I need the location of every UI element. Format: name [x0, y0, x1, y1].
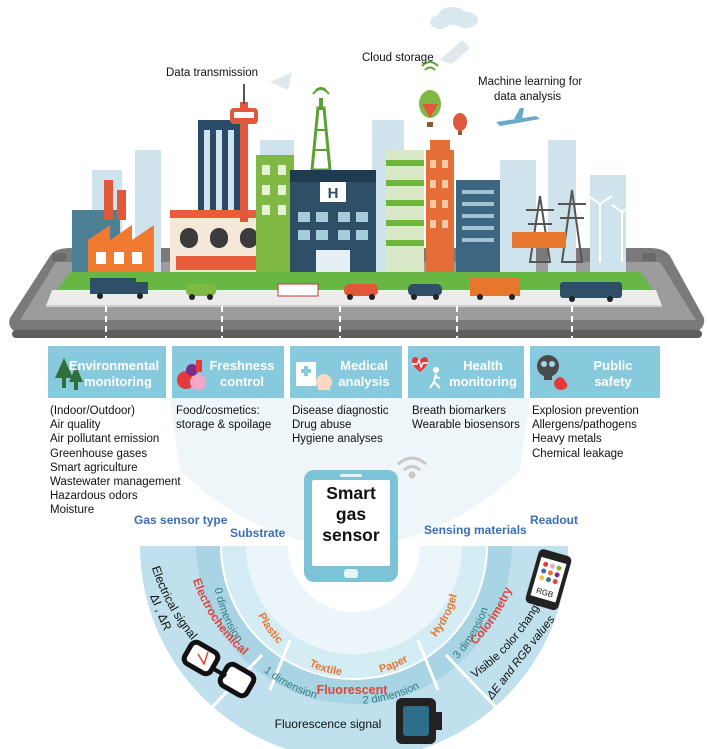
category-title-line1: Medical: [340, 358, 388, 373]
substrate-ring: [246, 546, 462, 654]
category-public-safety: Public safety: [530, 346, 660, 398]
gas-mask-icon: [537, 355, 568, 390]
factory-building: [72, 180, 154, 272]
list-item: Explosion prevention: [532, 405, 639, 417]
list-item: Breath biomarkers: [412, 405, 506, 417]
readout-header: Readout: [530, 513, 578, 527]
smartphone-icon: RGB: [525, 549, 572, 611]
shop-building: [170, 210, 268, 272]
list-item: Allergens/pathogens: [532, 419, 637, 432]
connector-lines: [105, 306, 573, 346]
category-title-line1: Environmental: [68, 358, 160, 373]
category-title-line2: control: [219, 374, 265, 389]
device-screen: Smart gas sensor: [312, 480, 390, 566]
hospital-sign: H: [328, 185, 339, 202]
machine-learning-label-line1: Machine learning for: [478, 76, 583, 88]
list-item: Disease diagnostic: [292, 405, 389, 417]
category-title-line2: monitoring: [449, 374, 517, 389]
vehicles: [90, 278, 622, 302]
list-item: Hazardous odors: [50, 490, 138, 503]
tree-icon: [55, 358, 83, 390]
heart-runner-icon: [412, 357, 441, 389]
device-top-bar: [340, 474, 362, 477]
power-pylons: [526, 189, 586, 263]
smart-city-illustration: H: [9, 7, 705, 346]
list-item: Air pollutant emission: [50, 433, 160, 446]
gas-sensor-type-header: Gas sensor type: [134, 513, 228, 527]
wifi-icon: [421, 61, 439, 71]
category-title-line2: safety: [594, 374, 632, 389]
vertical-garden-building: [386, 150, 424, 272]
smart-glasses-icon: [181, 639, 257, 699]
data-transmission-label: Data transmission: [166, 67, 259, 79]
machine-learning-label-line2: data analysis: [494, 91, 562, 103]
sensor-type-ring: [196, 546, 512, 704]
device-label-line2: gas: [335, 504, 367, 524]
list-item: (Indoor/Outdoor): [50, 405, 136, 417]
readout-fluorescence: Fluorescence signal: [275, 717, 382, 731]
smart-gas-sensor-device: Smart gas sensor: [304, 470, 398, 582]
observation-tower: [230, 84, 258, 222]
category-title-line1: Health: [463, 358, 503, 373]
list-item: Heavy metals: [532, 433, 602, 446]
device-label-line3: sensor: [322, 525, 380, 545]
category-freshness-control: Freshness control: [172, 346, 284, 398]
public-safety-items-list: Explosion prevention Allergens/pathogens…: [532, 404, 639, 461]
category-medical-analysis: Medical analysis: [290, 346, 402, 398]
freshness-items-list: Food/cosmetics: storage & spoilage: [176, 404, 271, 432]
device-home-button: [344, 569, 358, 578]
category-health-monitoring: Health monitoring: [408, 346, 524, 398]
category-environmental-monitoring: Environmental monitoring: [48, 346, 166, 398]
hot-air-balloon-icon: [419, 90, 467, 135]
smartwatch-icon: [396, 698, 442, 744]
category-title-line2: analysis: [338, 374, 390, 389]
cloud-storage-label: Cloud storage: [362, 52, 434, 64]
list-item: storage & spoilage: [176, 419, 272, 432]
list-item: Smart agriculture: [50, 461, 138, 474]
fruit-icon: [177, 360, 206, 390]
office-tower-right: [456, 180, 500, 272]
upload-arrow-icon: [270, 40, 470, 90]
orange-tower: [426, 140, 454, 272]
category-title-line1: Freshness: [209, 358, 275, 373]
wind-turbines: [587, 195, 633, 262]
health-items-list: Breath biomarkers Wearable biosensors: [412, 404, 520, 432]
green-office-building: [256, 155, 294, 272]
list-item: Hygiene analyses: [292, 433, 383, 446]
list-item: Chemical leakage: [532, 447, 624, 460]
category-title-line2: monitoring: [84, 374, 152, 389]
readout-ring: [140, 546, 568, 749]
list-item: Moisture: [50, 504, 95, 517]
substation: [512, 232, 566, 248]
type-fluorescent: Fluorescent: [317, 683, 389, 697]
airplane-icon: [496, 108, 540, 126]
list-item: Wastewater management: [50, 476, 181, 489]
medical-items-list: Disease diagnostic Drug abuse Hygiene an…: [292, 404, 389, 447]
category-title-line1: Public: [593, 358, 633, 373]
list-item: Air quality: [50, 419, 101, 432]
hospital-building: [290, 170, 376, 272]
list-item: Drug abuse: [292, 419, 352, 432]
device-label-line1: Smart: [326, 483, 376, 503]
cloud-icon: [430, 7, 478, 29]
wifi-signal-icon: [397, 456, 427, 479]
substrate-header: Substrate: [230, 526, 286, 540]
list-item: Food/cosmetics:: [176, 405, 260, 417]
hospital-icon: [296, 362, 332, 390]
sensing-materials-header: Sensing materials: [424, 523, 527, 537]
environmental-items-list: (Indoor/Outdoor) Air quality Air polluta…: [50, 404, 181, 518]
list-item: Wearable biosensors: [412, 419, 520, 432]
list-item: Greenhouse gases: [50, 447, 148, 460]
